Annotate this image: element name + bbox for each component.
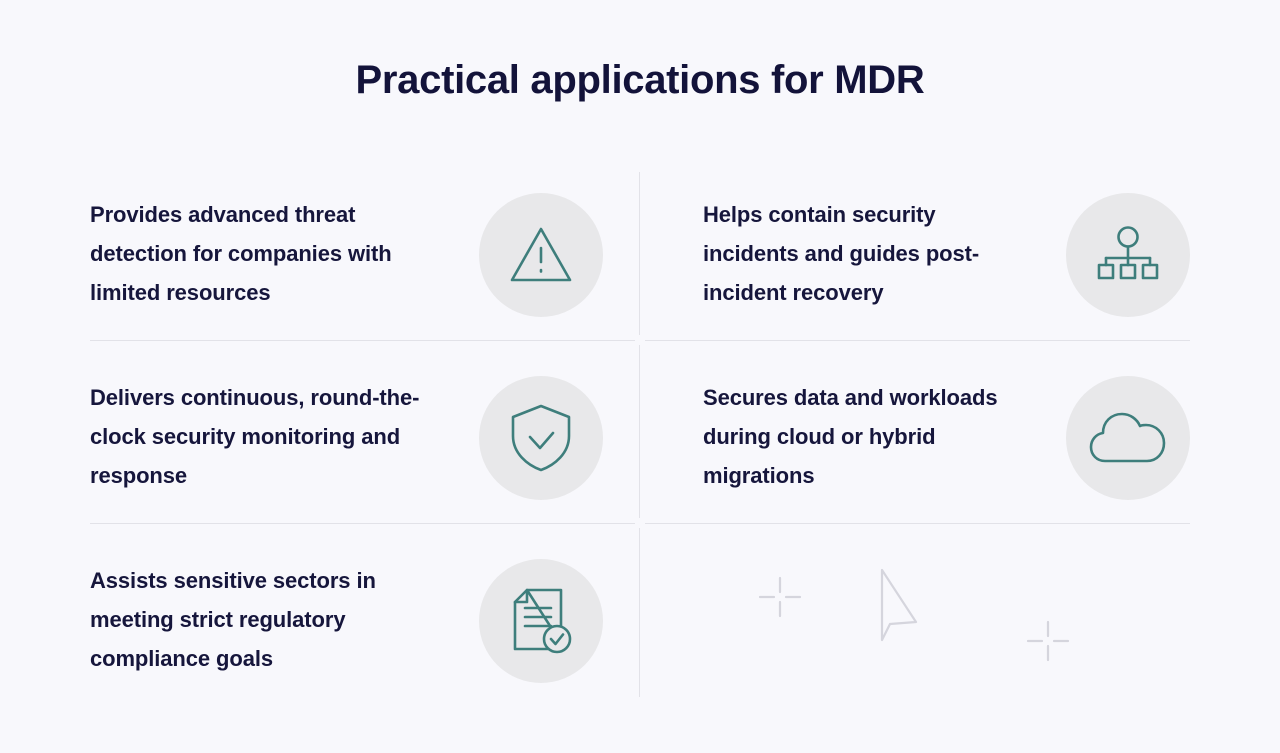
divider-vertical-1 [639,172,640,335]
feature-cell-6-empty [703,535,1190,706]
feature-text-1: Provides advanced threat detection for c… [90,202,392,305]
shield-check-icon [479,375,603,500]
cloud-icon [1066,375,1190,500]
document-check-icon [479,558,603,683]
feature-cell-5: Assists sensitive sectors in meeting str… [90,535,603,706]
page-title: Practical applications for MDR [355,58,925,102]
feature-text-5: Assists sensitive sectors in meeting str… [90,568,376,671]
feature-cell-3: Delivers continuous, round-the-clock sec… [90,352,603,523]
divider-horizontal-left-2 [90,523,635,524]
feature-text-3: Delivers continuous, round-the-clock sec… [90,385,420,488]
divider-vertical-3 [639,528,640,697]
org-hierarchy-icon [1066,192,1190,317]
feature-grid: Provides advanced threat detection for c… [90,169,1190,698]
divider-horizontal-left-1 [90,340,635,341]
warning-triangle-icon [479,192,603,317]
divider-vertical-2 [639,345,640,518]
divider-horizontal-right-2 [645,523,1190,524]
feature-cell-2: Helps contain security incidents and gui… [703,169,1190,340]
feature-cell-1: Provides advanced threat detection for c… [90,169,603,340]
feature-text-4: Secures data and workloads during cloud … [703,385,998,488]
divider-horizontal-right-1 [645,340,1190,341]
feature-cell-4: Secures data and workloads during cloud … [703,352,1190,523]
feature-text-2: Helps contain security incidents and gui… [703,202,980,305]
